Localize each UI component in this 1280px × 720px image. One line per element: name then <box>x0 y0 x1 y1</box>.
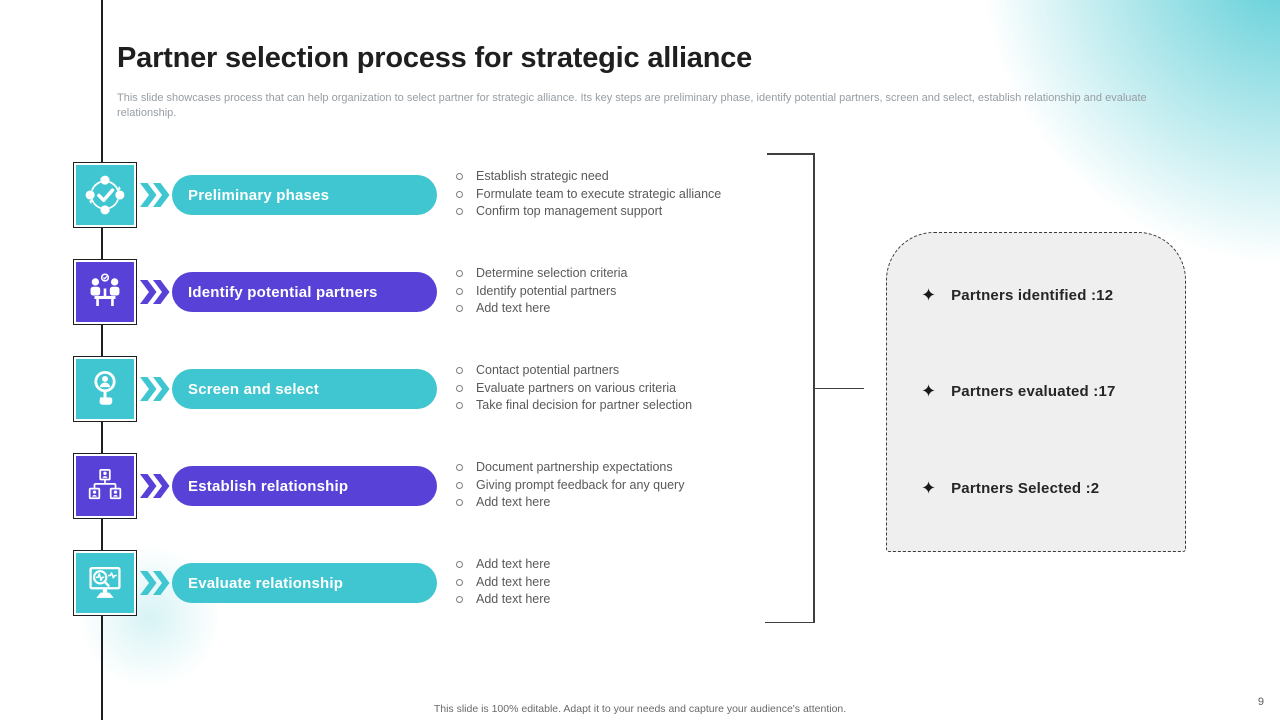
circle-bullet-icon <box>456 384 463 392</box>
double-chevron-icon <box>140 280 170 304</box>
double-chevron-icon <box>140 474 170 498</box>
bracket-top-line <box>767 153 814 155</box>
double-chevron-icon <box>140 571 170 595</box>
step-icon-box <box>73 259 137 325</box>
bullet-item: Giving prompt feedback for any query <box>456 477 684 495</box>
meeting-icon <box>76 262 134 322</box>
step-icon-box <box>73 356 137 422</box>
bullet-item: Evaluate partners on various criteria <box>456 380 692 398</box>
process-step-row-5: Evaluate relationship Add text here Add … <box>0 550 900 616</box>
summary-item-label: Partners Selected :2 <box>951 479 1100 497</box>
bullet-item: Formulate team to execute strategic alli… <box>456 186 721 204</box>
process-step-row-3: Screen and select Contact potential part… <box>0 356 900 422</box>
four-pointed-star-icon: ✦ <box>921 478 937 498</box>
process-step-row-1: Preliminary phases Establish strategic n… <box>0 162 900 228</box>
circle-bullet-icon <box>456 190 463 198</box>
page-title: Partner selection process for strategic … <box>117 42 753 74</box>
circle-bullet-icon <box>456 464 463 471</box>
bullet-item: Add text here <box>456 300 627 318</box>
bullet-item: Take final decision for partner selectio… <box>456 397 692 415</box>
circle-bullet-icon <box>456 578 463 586</box>
step-pill: Evaluate relationship <box>172 563 437 603</box>
footer-note: This slide is 100% editable. Adapt it to… <box>433 703 847 715</box>
bullet-item: Add text here <box>456 556 550 574</box>
summary-item: ✦ Partners Selected :2 <box>921 475 1099 501</box>
candidate-selection-icon <box>76 359 134 419</box>
bracket-middle-connector <box>814 387 864 390</box>
circle-bullet-icon <box>456 402 463 409</box>
step-label: Establish relationship <box>188 477 349 495</box>
four-pointed-star-icon: ✦ <box>921 285 937 305</box>
four-pointed-star-icon: ✦ <box>921 381 937 401</box>
bullet-item: Document partnership expectations <box>456 459 684 477</box>
process-cycle-icon <box>76 165 134 225</box>
step-label: Preliminary phases <box>188 186 330 204</box>
bullet-item: Identify potential partners <box>456 283 627 301</box>
circle-bullet-icon <box>456 367 463 374</box>
page-number: 9 <box>1257 696 1264 708</box>
bullet-item: Add text here <box>456 591 550 609</box>
summary-item: ✦ Partners identified :12 <box>921 282 1113 308</box>
step-bullet-list: Determine selection criteria Identify po… <box>456 265 627 318</box>
bullet-item: Add text here <box>456 494 684 512</box>
step-pill: Preliminary phases <box>172 175 437 215</box>
summary-item: ✦ Partners evaluated :17 <box>921 378 1116 404</box>
bullet-item: Establish strategic need <box>456 168 721 186</box>
step-label: Evaluate relationship <box>188 574 344 592</box>
process-step-row-4: Establish relationship Document partners… <box>0 453 900 519</box>
org-hierarchy-icon <box>76 456 134 516</box>
summary-item-label: Partners evaluated :17 <box>951 382 1116 400</box>
step-pill: Identify potential partners <box>172 272 437 312</box>
step-bullet-list: Contact potential partners Evaluate part… <box>456 362 692 415</box>
summary-item-label: Partners identified :12 <box>951 286 1114 304</box>
slide-description: This slide showcases process that can he… <box>117 92 1147 119</box>
circle-bullet-icon <box>456 561 463 568</box>
step-label: Identify potential partners <box>188 283 378 301</box>
step-bullet-list: Add text here Add text here Add text her… <box>456 556 550 609</box>
step-icon-box <box>73 550 137 616</box>
circle-bullet-icon <box>456 270 463 277</box>
bullet-item: Confirm top management support <box>456 203 721 221</box>
step-pill: Screen and select <box>172 369 437 409</box>
circle-bullet-icon <box>456 481 463 489</box>
bullet-item: Contact potential partners <box>456 362 692 380</box>
circle-bullet-icon <box>456 499 463 506</box>
bullet-item: Determine selection criteria <box>456 265 627 283</box>
bracket-vertical-line <box>813 153 815 623</box>
summary-box: ✦ Partners identified :12 ✦ Partners eva… <box>886 232 1186 552</box>
circle-bullet-icon <box>456 287 463 295</box>
circle-bullet-icon <box>456 173 463 180</box>
circle-bullet-icon <box>456 305 463 312</box>
step-icon-box <box>73 162 137 228</box>
circle-bullet-icon <box>456 208 463 215</box>
step-label: Screen and select <box>188 380 319 398</box>
double-chevron-icon <box>140 183 170 207</box>
bracket-bottom-line <box>765 621 814 624</box>
double-chevron-icon <box>140 377 170 401</box>
monitor-analysis-icon <box>76 553 134 613</box>
step-bullet-list: Establish strategic need Formulate team … <box>456 168 721 221</box>
circle-bullet-icon <box>456 596 463 603</box>
bullet-item: Add text here <box>456 574 550 592</box>
process-step-row-2: Identify potential partners Determine se… <box>0 259 900 325</box>
step-bullet-list: Document partnership expectations Giving… <box>456 459 684 512</box>
step-icon-box <box>73 453 137 519</box>
step-pill: Establish relationship <box>172 466 437 506</box>
